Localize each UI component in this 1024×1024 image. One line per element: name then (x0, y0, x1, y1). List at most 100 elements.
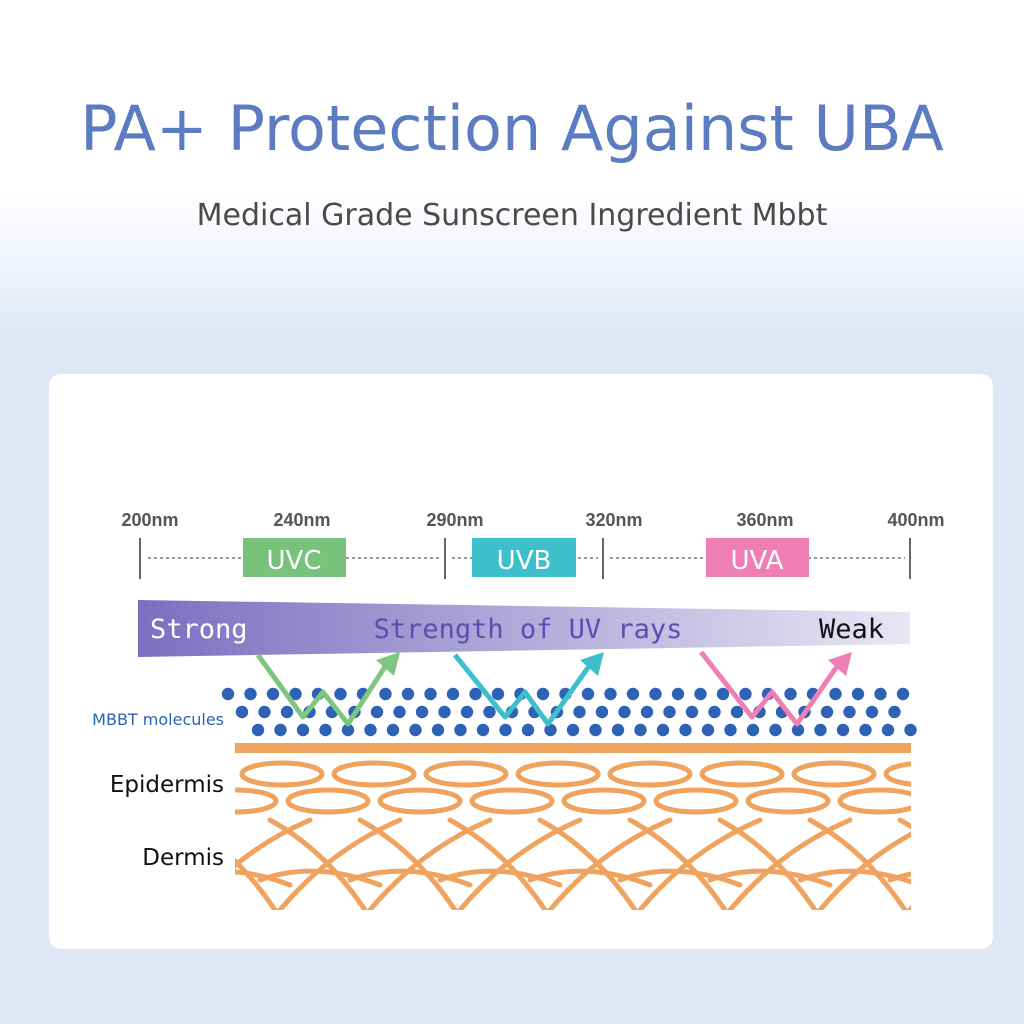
mbbt-molecule-dot (685, 705, 699, 719)
mbbt-molecule-dot (499, 723, 512, 737)
mbbt-molecule-dot (334, 687, 347, 701)
strength-bar (138, 600, 910, 657)
epidermis-cell (515, 760, 601, 788)
strength-label-weak: Weak (819, 614, 884, 645)
dermis-fiber (235, 857, 278, 910)
dermis-fiber (235, 817, 313, 869)
mbbt-molecule-dot (814, 723, 827, 737)
mbbt-molecule-dot (415, 705, 429, 719)
mbbt-molecule-dot (258, 705, 271, 719)
mbbt-molecule-dot (401, 687, 415, 701)
band-label-uvc: UVC (267, 546, 322, 576)
dermis-fiber (547, 817, 673, 910)
mbbt-molecule-dot (724, 723, 737, 737)
mbbt-molecule-dot (708, 705, 721, 719)
dermis-layer (235, 817, 911, 910)
mbbt-molecule-dot (626, 687, 640, 701)
epidermis-cell (837, 787, 911, 815)
dermis-fiber (807, 817, 908, 910)
dermis-fiber (797, 868, 911, 885)
mbbt-molecule-dot (379, 687, 392, 701)
mbbt-molecule-dot (595, 705, 609, 719)
dermis-fiber (537, 817, 638, 910)
mbbt-molecule-dot (820, 705, 834, 719)
epidermis-cell (285, 787, 371, 815)
mbbt-molecule-dot (424, 687, 437, 701)
mbbt-molecule-dot (881, 723, 895, 737)
strength-label-strong: Strong (150, 614, 248, 645)
mbbt-molecule-dot (663, 705, 676, 719)
dermis-fiber (707, 868, 833, 888)
page-subtitle: Medical Grade Sunscreen Ingredient Mbbt (196, 198, 828, 233)
mbbt-molecule-dot (274, 723, 287, 737)
skin-surface-line (235, 743, 911, 753)
mbbt-molecule-dot (409, 723, 422, 737)
epidermis-cell (469, 787, 555, 815)
mbbt-molecule-dot (386, 723, 400, 737)
mbbt-molecule-dot (364, 723, 377, 737)
mbbt-molecule-dot (874, 687, 887, 701)
band-box-uvc (243, 538, 346, 577)
mbbt-molecule-dot (904, 723, 917, 737)
mbbt-molecule-dot (251, 723, 265, 737)
mbbt-molecule-dot (460, 705, 474, 719)
mbbt-molecule-dot (604, 687, 617, 701)
mbbt-molecule-dot (896, 687, 910, 701)
dermis-fiber (887, 871, 911, 883)
mbbt-molecule-dot (454, 723, 467, 737)
mbbt-molecule-dot (521, 723, 535, 737)
mbbt-molecule-dot (370, 705, 384, 719)
dermis-fiber (717, 817, 818, 910)
mbbt-molecule-dot (235, 705, 249, 719)
epidermis-layer (235, 760, 911, 815)
mbbt-molecule-dot (611, 723, 625, 737)
mbbt-molecule-dot (469, 687, 482, 701)
dermis-fiber (347, 868, 473, 888)
mbbt-molecule-dot (446, 687, 460, 701)
dermis-fiber (235, 869, 293, 888)
mbbt-molecule-dot (393, 705, 406, 719)
mbbt-molecule-dot (851, 687, 865, 701)
mbbt-molecule-dot (289, 687, 302, 701)
tick-label-200: 200nm (121, 510, 178, 530)
dermis-fiber (817, 831, 911, 910)
dermis-fiber (457, 817, 583, 910)
tick-label-360: 360nm (736, 510, 793, 530)
mbbt-molecule-dot (296, 723, 310, 737)
epidermis-label: Epidermis (110, 772, 224, 798)
epidermis-cell (745, 787, 831, 815)
mbbt-molecule-dot (791, 723, 805, 737)
mbbt-molecule-dot (649, 687, 662, 701)
band-box-uva (706, 538, 809, 577)
dermis-fiber (527, 868, 653, 888)
epidermis-cell (331, 760, 417, 788)
mbbt-molecule-dot (843, 705, 856, 719)
mbbt-molecule-dot (640, 705, 654, 719)
mbbt-molecule-dot (221, 687, 235, 701)
mbbt-molecule-dot (438, 705, 451, 719)
dermis-fiber (257, 868, 383, 888)
tick-label-240: 240nm (273, 510, 330, 530)
mbbt-molecule-dot (544, 723, 557, 737)
tick-label-400: 400nm (887, 510, 944, 530)
mbbt-molecule-dot (319, 723, 332, 737)
epidermis-cell (653, 787, 739, 815)
epidermis-cell (235, 787, 279, 815)
dermis-fiber (727, 817, 853, 910)
mbbt-molecule-dot (491, 687, 505, 701)
mbbt-molecules-label: MBBT molecules (92, 710, 224, 729)
epidermis-cell (377, 787, 463, 815)
mbbt-molecule-dot (483, 705, 496, 719)
mbbt-molecule-dot (280, 705, 294, 719)
uvb-reflection-arrow (453, 652, 604, 727)
mbbt-molecule-dot (566, 723, 580, 737)
page-title: PA+ Protection Against UBA (80, 92, 944, 165)
mbbt-molecule-dot (634, 723, 647, 737)
mbbt-molecule-dot (573, 705, 586, 719)
mbbt-molecule-dot (589, 723, 602, 737)
tick-label-290: 290nm (426, 510, 483, 530)
epidermis-cell (561, 787, 647, 815)
mbbt-molecule-dot (769, 723, 782, 737)
uva-reflection-arrow (699, 650, 852, 727)
